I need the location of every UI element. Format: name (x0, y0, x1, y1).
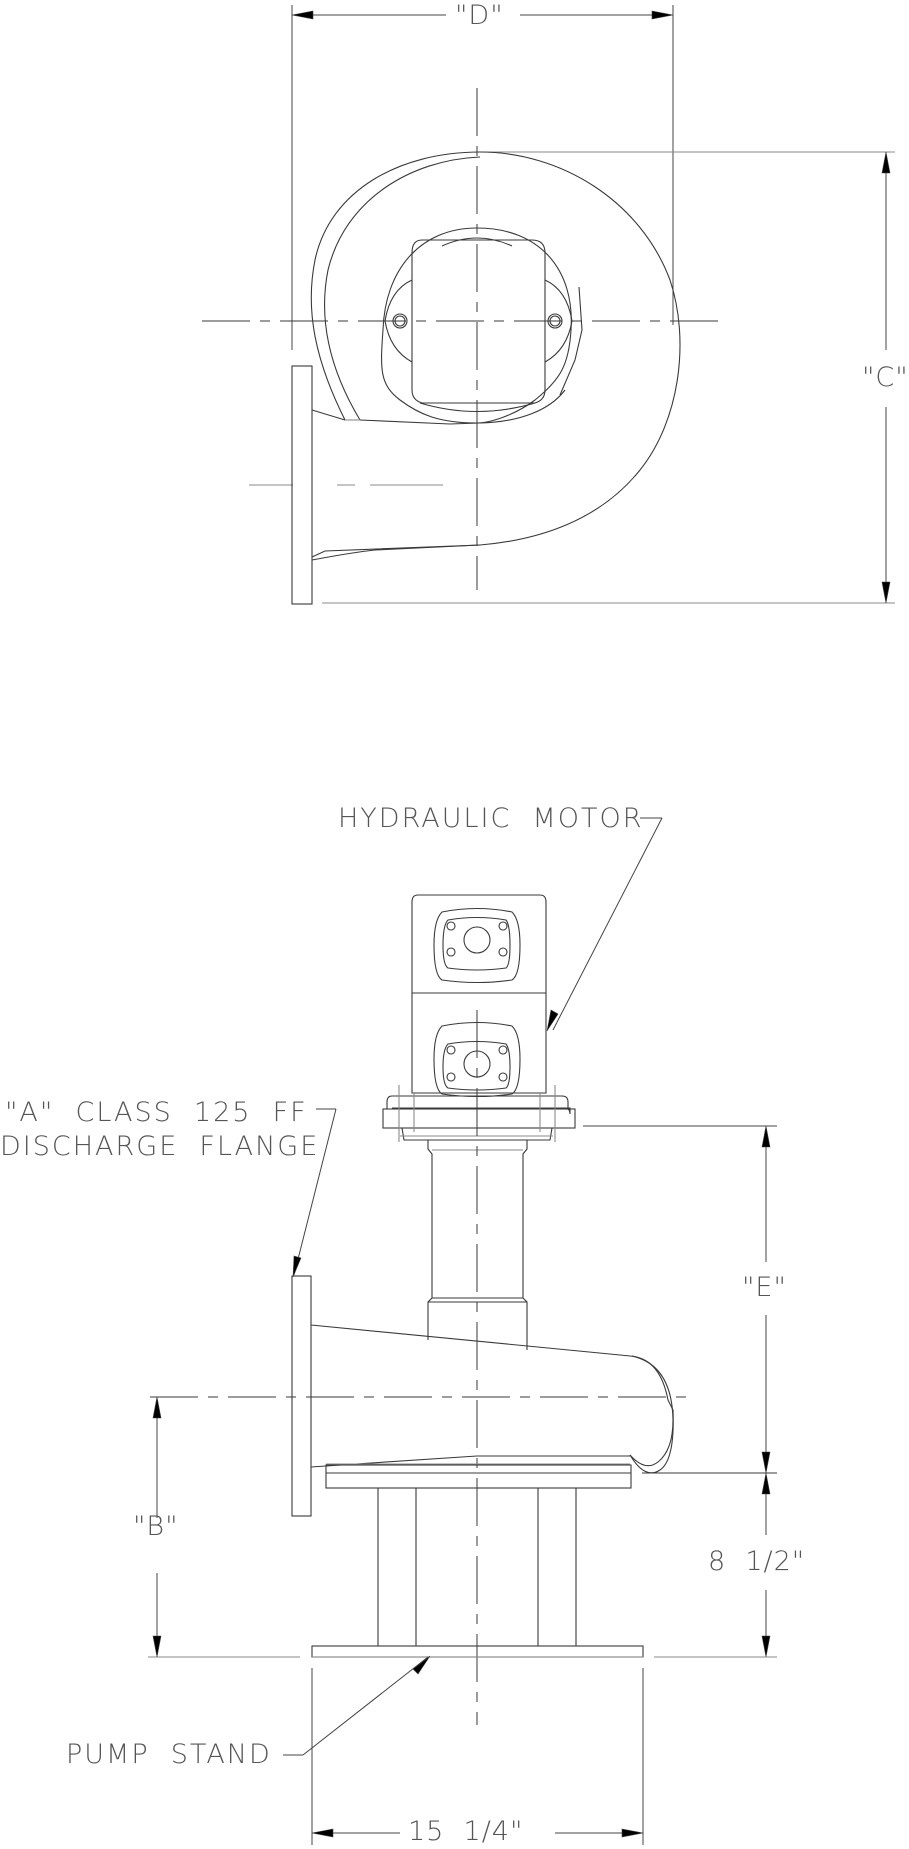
dimension-b-label: "B" (133, 1511, 179, 1542)
arrow-down-icon (881, 581, 891, 604)
leader-arrow-icon (412, 1655, 431, 1675)
bolt-hole-icon (547, 313, 563, 329)
arrow-down-icon (761, 1635, 771, 1658)
stand-width-label: 15 1/4" (408, 1816, 524, 1847)
leader-arrow-icon (546, 1009, 559, 1032)
stand-height-label: 8 1/2" (708, 1546, 806, 1577)
dimension-d-label: "D" (455, 0, 504, 31)
arrow-right-icon (621, 1828, 644, 1838)
hydraulic-motor-callout: HYDRAULIC MOTOR (338, 803, 644, 834)
arrow-up-icon (881, 151, 891, 174)
leader-arrow-icon (292, 1255, 302, 1278)
arrow-right-icon (651, 10, 674, 20)
arrow-left-icon (311, 1828, 334, 1838)
elevation-view (148, 817, 777, 1845)
pump-stand-callout: PUMP STAND (66, 1739, 272, 1770)
arrow-down-icon (761, 1451, 771, 1474)
arrow-up-icon (152, 1396, 162, 1419)
dimension-c-label: "C" (862, 362, 909, 393)
bolt-hole-icon (392, 313, 408, 329)
arrow-up-icon (761, 1125, 771, 1148)
top-view (202, 5, 895, 605)
discharge-flange-callout-line2: DISCHARGE FLANGE (0, 1131, 320, 1162)
arrow-down-icon (152, 1635, 162, 1658)
discharge-flange-callout-line1: "A" CLASS 125 FF (5, 1097, 308, 1128)
dimension-e-label: "E" (742, 1272, 787, 1303)
arrow-up-icon (761, 1472, 771, 1495)
arrow-left-icon (291, 10, 314, 20)
